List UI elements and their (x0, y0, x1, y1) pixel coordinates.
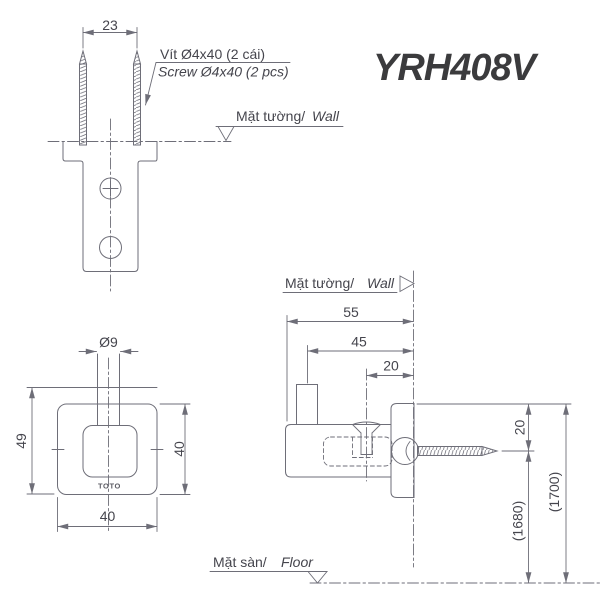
wall-plate-side (390, 403, 415, 498)
dim-front-total-height: 49 (13, 387, 158, 495)
dim-side-pin-to-wall: 45 (307, 334, 414, 384)
dim-label-55: 55 (343, 304, 359, 320)
brand-logo: TOTO (98, 482, 121, 491)
product-code-title: YRH408V (373, 47, 539, 89)
dim-label-40-width: 40 (100, 508, 116, 524)
hook-body-outline-top (62, 141, 158, 272)
dim-label-20-horizontal: 20 (383, 358, 399, 374)
wall-label-vietnamese: Mặt tường/ (236, 108, 305, 124)
dim-label-dia9: Ø9 (99, 334, 118, 350)
wall-datum-triangle-icon (399, 275, 415, 293)
phillips-screw-head (99, 177, 122, 200)
screw-note: Vít Ø4x40 (2 cái) Screw Ø4x40 (2 pcs) (145, 46, 291, 106)
dim-label-49: 49 (13, 433, 29, 449)
hook-hole-circle (99, 236, 122, 259)
wall-label-english: Wall (367, 275, 395, 291)
mounting-screw-left (78, 49, 88, 146)
hidden-slot-outline (352, 436, 373, 458)
dim-screw-height: (1680) (510, 450, 532, 584)
hook-pin-side (296, 384, 318, 425)
dim-label-20-vertical: 20 (512, 420, 528, 436)
dim-side-screw-to-wall: 20 (366, 358, 414, 379)
front-view: Ø9 TOTO 49 40 (13, 334, 191, 534)
floor-label: Mặt sàn/ Floor (209, 554, 328, 584)
dim-label-1680: (1680) (510, 501, 526, 541)
dim-screw-spacing: 23 (82, 17, 138, 49)
dim-front-width: 40 (57, 497, 158, 532)
hook-body-side (285, 424, 392, 478)
top-view: 23 Vít Ø4x40 (2 cái) Screw Ø4x40 (2 pcs)… (47, 17, 344, 292)
dim-side-total-depth: 55 (286, 304, 414, 422)
wall-label-vietnamese: Mặt tường/ (285, 275, 354, 291)
wall-label-side: Mặt tường/ Wall (282, 275, 415, 293)
hidden-bracket-outline (323, 436, 393, 467)
dim-label-23: 23 (102, 17, 118, 33)
wall-screw-side (391, 437, 499, 465)
floor-label-english: Floor (281, 554, 314, 570)
wall-datum-triangle-icon (217, 126, 235, 142)
floor-label-vietnamese: Mặt sàn/ (213, 554, 267, 570)
wall-label-english: Wall (312, 108, 340, 124)
dim-pin-diameter: Ø9 (78, 334, 139, 355)
dim-front-body-height: 40 (159, 403, 191, 495)
dim-label-40-height: 40 (171, 441, 187, 457)
wall-label-top: Mặt tường/ Wall (215, 108, 344, 142)
dim-label-1700: (1700) (546, 472, 562, 512)
dim-top-to-screw: 20 (512, 403, 532, 452)
hook-block-front (82, 425, 138, 478)
screw-note-english: Screw Ø4x40 (2 pcs) (158, 64, 289, 80)
floor-datum-triangle-icon (307, 571, 328, 584)
dim-label-45: 45 (351, 334, 367, 350)
side-view: Mặt tường/ Wall 55 45 20 (209, 270, 600, 584)
screw-note-vietnamese: Vít Ø4x40 (2 cái) (160, 46, 265, 62)
dim-top-height: (1700) (546, 403, 569, 584)
mounting-screw-right (132, 49, 142, 146)
